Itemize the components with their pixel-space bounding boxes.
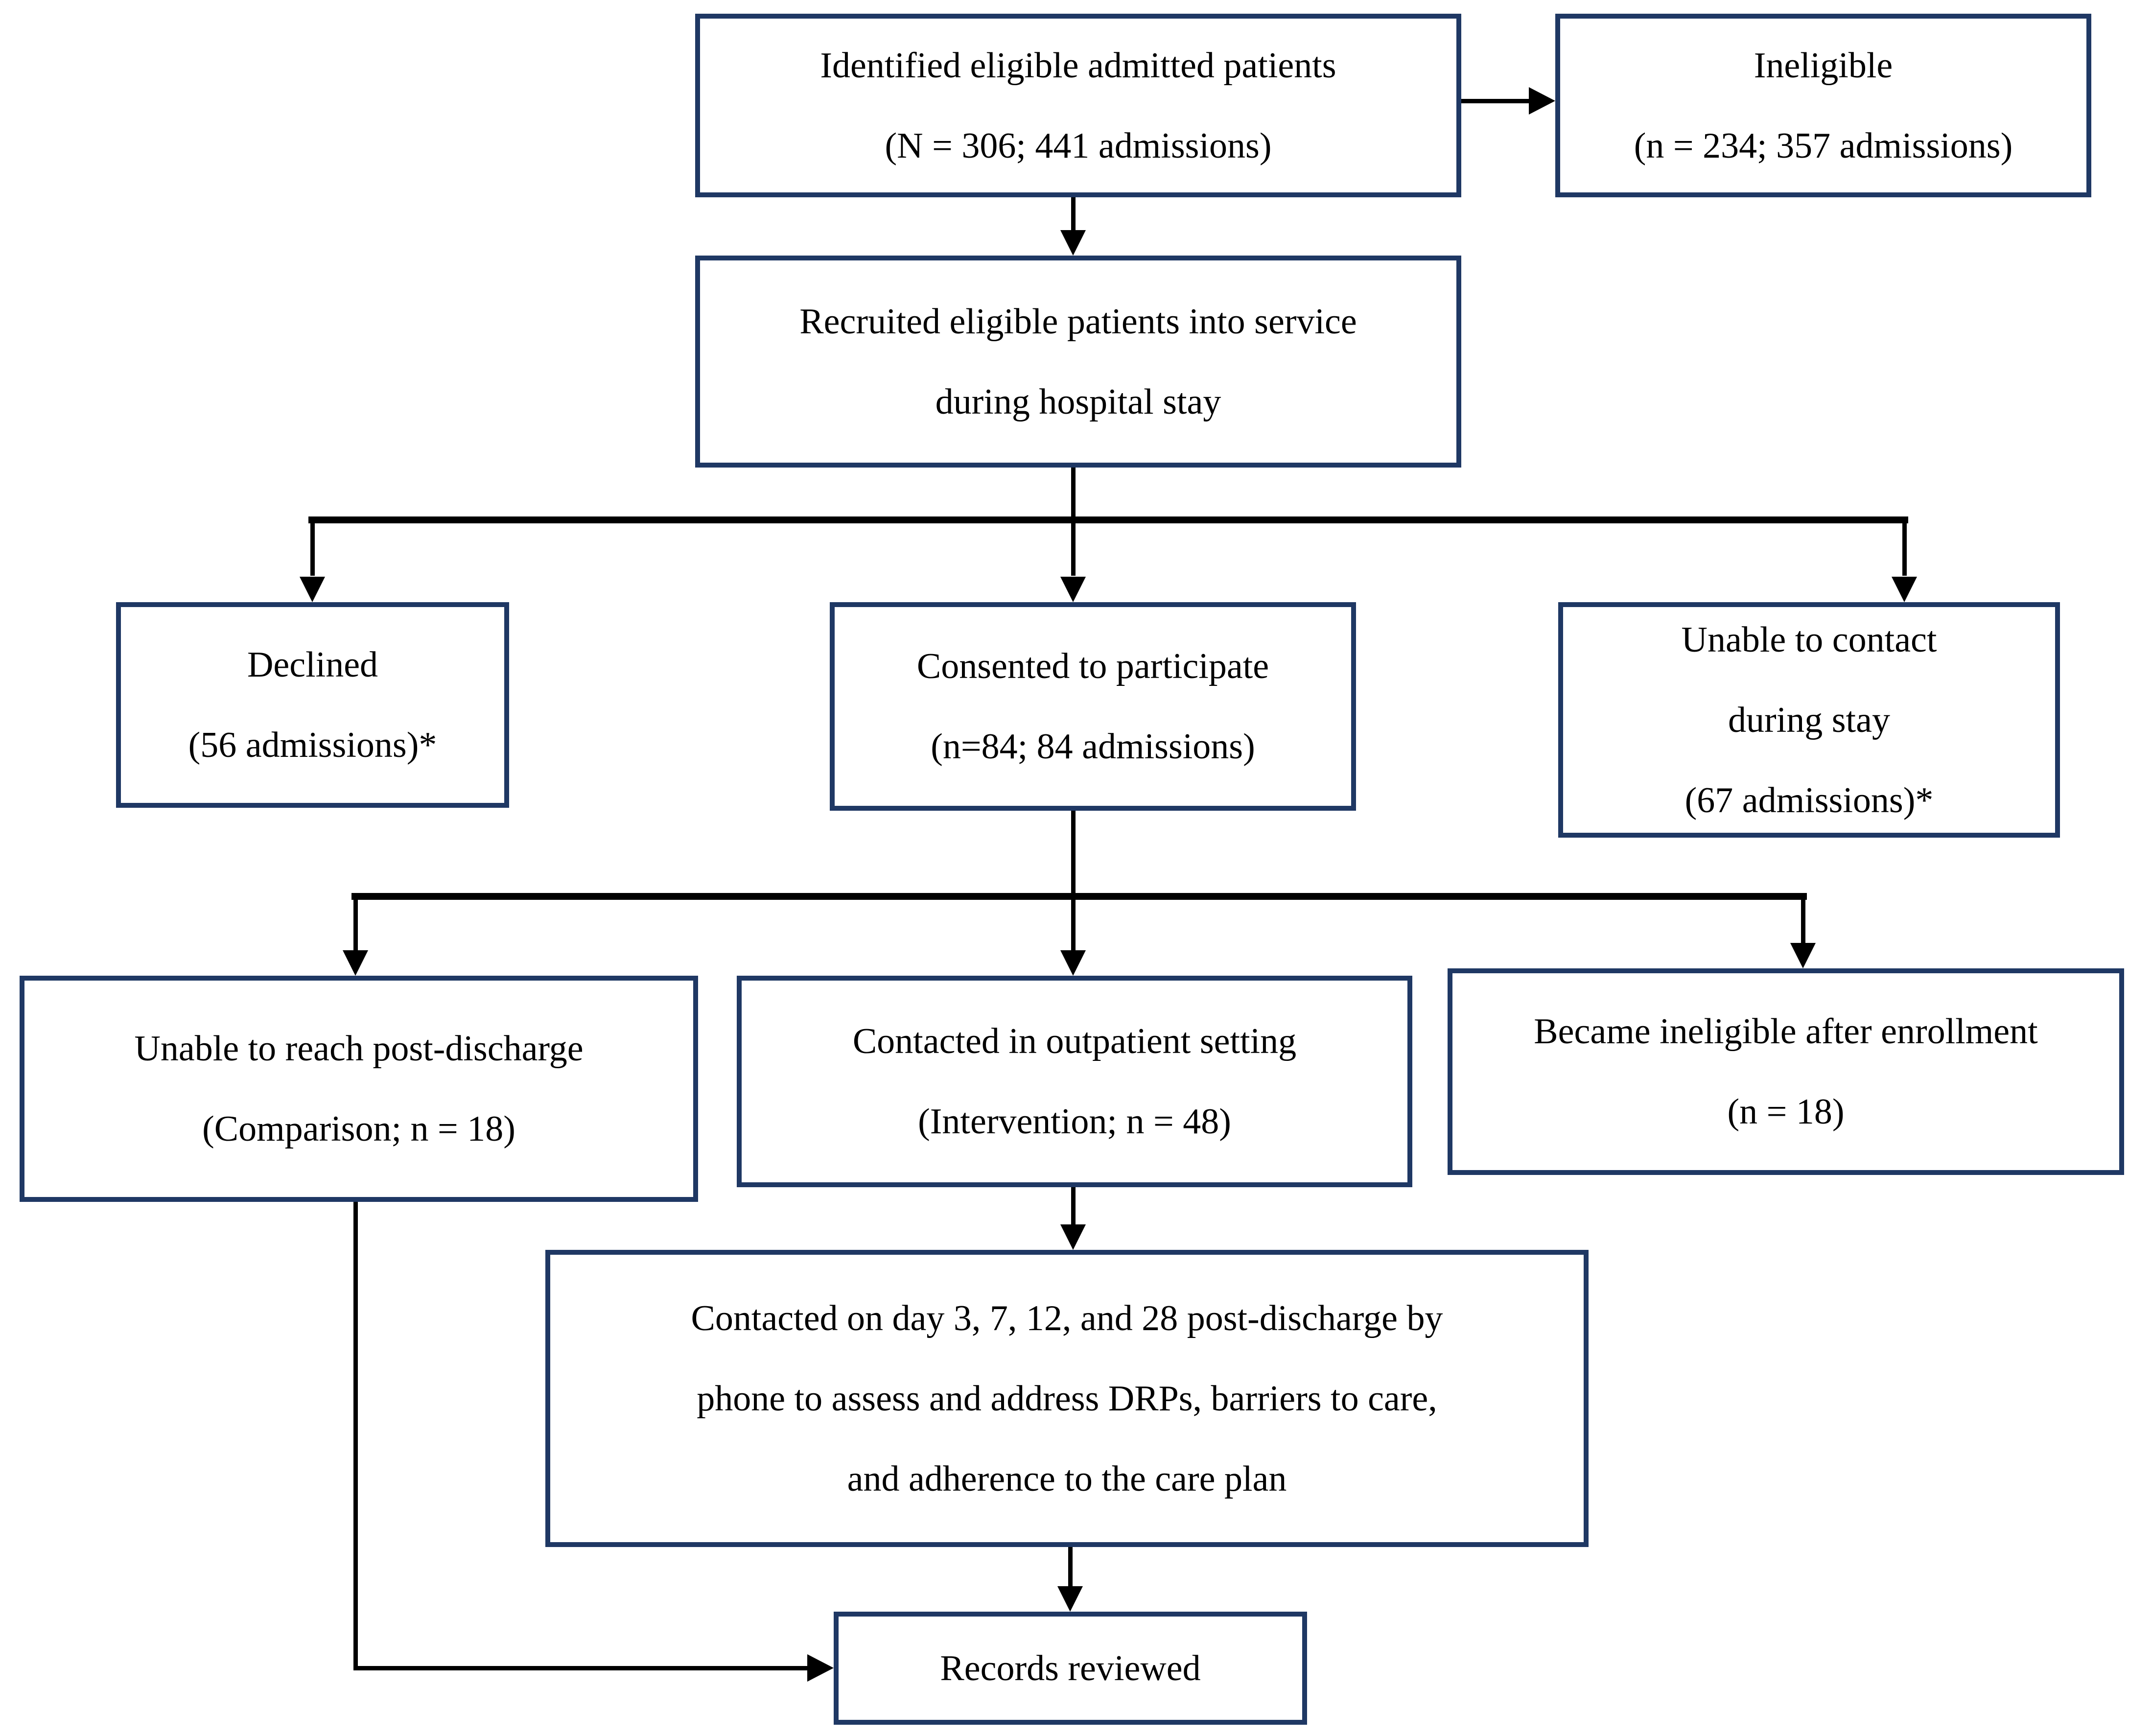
node-declined: Declined (56 admissions)* [116, 602, 509, 808]
node-unable-reach-line2: (Comparison; n = 18) [202, 1109, 515, 1149]
node-recruited-line1: Recruited eligible patients into service [799, 301, 1357, 342]
node-followup-line1: Contacted on day 3, 7, 12, and 28 post-d… [691, 1298, 1443, 1338]
node-contacted-outpatient: Contacted in outpatient setting (Interve… [737, 976, 1412, 1187]
node-ineligible: Ineligible (n = 234; 357 admissions) [1555, 14, 2091, 197]
node-consented: Consented to participate (n=84; 84 admis… [830, 602, 1356, 811]
node-recruited-patients: Recruited eligible patients into service… [695, 256, 1461, 468]
connector-branch-to-unable-contact-arrowhead-icon [1892, 577, 1917, 602]
connector-branch-to-outpatient-arrowhead-icon [1060, 950, 1086, 976]
node-unable-contact-line2: during stay [1728, 700, 1890, 740]
node-declined-line1: Declined [247, 645, 378, 685]
connector-unable-reach-to-records-horizontal-line [353, 1666, 808, 1670]
node-followup-line2: phone to assess and address DRPs, barrie… [697, 1378, 1437, 1419]
connector-branch-to-consented-line [1071, 523, 1076, 576]
connector-branch-to-unable-reach-arrowhead-icon [343, 950, 368, 976]
node-identified-eligible-patients: Identified eligible admitted patients (N… [695, 14, 1461, 197]
node-recruited-line2: during hospital stay [935, 381, 1221, 422]
node-unable-contact-line1: Unable to contact [1681, 619, 1937, 660]
connector-unable-reach-to-records-arrowhead-icon [807, 1654, 834, 1682]
node-became-ineligible-line1: Became ineligible after enrollment [1534, 1011, 2038, 1052]
node-identified-line1: Identified eligible admitted patients [820, 45, 1336, 86]
node-outpatient-line1: Contacted in outpatient setting [852, 1021, 1297, 1061]
node-unable-to-reach-post-discharge: Unable to reach post-discharge (Comparis… [20, 976, 698, 1202]
node-records-line1: Records reviewed [940, 1648, 1201, 1689]
connector-unable-reach-to-records-vertical-line [353, 1202, 358, 1670]
connector-identified-to-ineligible-arrowhead-icon [1529, 87, 1555, 115]
connector-branch-to-outpatient-line [1071, 900, 1076, 950]
connector-followup-to-records-arrowhead-icon [1057, 1586, 1083, 1612]
node-unable-to-contact: Unable to contact during stay (67 admiss… [1558, 602, 2060, 838]
connector-identified-to-recruited-arrowhead-icon [1060, 230, 1086, 256]
connector-consented-branch-stem [1071, 811, 1076, 896]
node-consented-line1: Consented to participate [916, 646, 1269, 686]
connector-branch-to-declined-arrowhead-icon [300, 577, 325, 602]
node-unable-contact-line3: (67 admissions)* [1684, 780, 1934, 821]
node-declined-line2: (56 admissions)* [188, 725, 437, 765]
node-followup-calls: Contacted on day 3, 7, 12, and 28 post-d… [545, 1250, 1589, 1547]
node-identified-line2: (N = 306; 441 admissions) [885, 125, 1272, 166]
connector-recruited-branch-rail [308, 516, 1908, 523]
connector-recruited-branch-stem [1071, 468, 1076, 520]
node-records-reviewed: Records reviewed [834, 1612, 1307, 1725]
connector-identified-to-ineligible-line [1461, 99, 1530, 103]
connector-identified-to-recruited-line [1071, 197, 1076, 232]
connector-branch-to-became-ineligible-arrowhead-icon [1790, 943, 1816, 968]
connector-consented-branch-rail [351, 893, 1807, 900]
node-ineligible-line2: (n = 234; 357 admissions) [1634, 125, 2013, 166]
node-unable-reach-line1: Unable to reach post-discharge [134, 1029, 584, 1069]
node-ineligible-line1: Ineligible [1754, 45, 1893, 86]
node-became-ineligible: Became ineligible after enrollment (n = … [1448, 968, 2124, 1175]
connector-outpatient-to-followup-arrowhead-icon [1060, 1224, 1086, 1250]
node-outpatient-line2: (Intervention; n = 48) [918, 1102, 1231, 1142]
node-consented-line2: (n=84; 84 admissions) [931, 727, 1255, 767]
node-followup-line3: and adherence to the care plan [847, 1458, 1287, 1499]
connector-branch-to-became-ineligible-line [1801, 900, 1805, 943]
connector-outpatient-to-followup-line [1071, 1187, 1076, 1224]
connector-branch-to-unable-contact-line [1902, 523, 1907, 576]
connector-branch-to-consented-arrowhead-icon [1060, 577, 1086, 602]
connector-branch-to-unable-reach-line [353, 900, 358, 950]
node-became-ineligible-line2: (n = 18) [1727, 1092, 1845, 1132]
connector-followup-to-records-line [1068, 1547, 1073, 1586]
connector-branch-to-declined-line [310, 523, 315, 576]
